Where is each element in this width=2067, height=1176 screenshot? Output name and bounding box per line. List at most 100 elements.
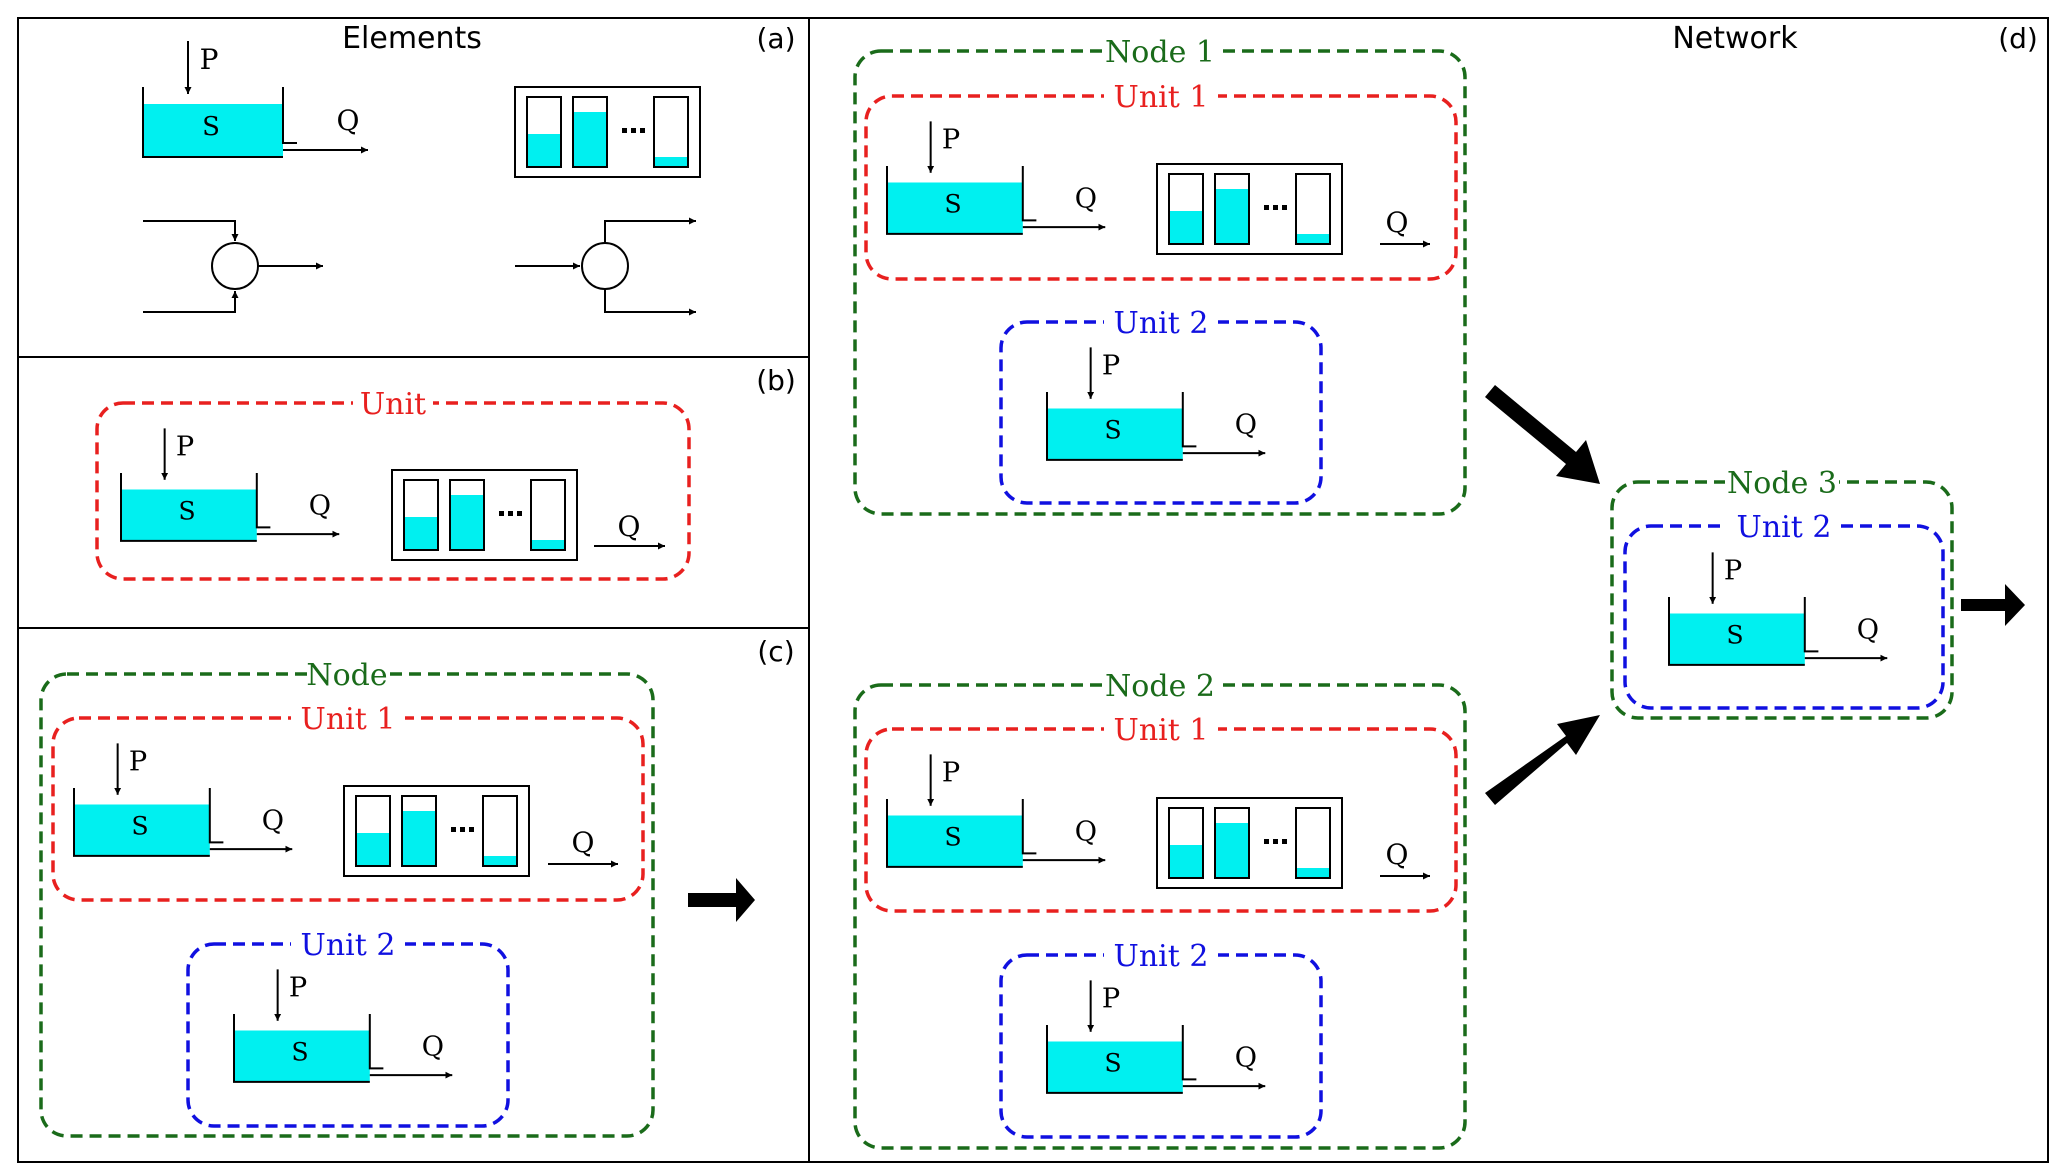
storage-fill [121, 489, 257, 541]
panel-c-tag: (c) [757, 635, 794, 668]
precip-label: P [200, 43, 219, 76]
lag-bin-fill [1215, 189, 1249, 244]
unit-b-label: Unit [360, 387, 426, 422]
storage-label: S [944, 823, 961, 852]
lag-bin-fill [1296, 234, 1330, 244]
lag-routing-element [1156, 163, 1343, 255]
storage-label: S [1104, 1049, 1121, 1078]
lag-bin [449, 479, 485, 551]
lag-bin-fill [1169, 845, 1203, 878]
node3-d-label: Node 3 [1727, 466, 1837, 501]
block-arrows [688, 385, 2025, 922]
precip-label: P [1102, 984, 1120, 1015]
arrow-node1-to-node3 [1485, 385, 1600, 484]
storage-fill [234, 1030, 370, 1082]
outflow-label: Q [1075, 817, 1097, 848]
tank-outlet [255, 473, 271, 529]
node2-d-label: Node 2 [1105, 669, 1215, 704]
unit1-node1-label: Unit 1 [1114, 80, 1209, 115]
unit1-c-label: Unit 1 [301, 702, 396, 737]
lag-ellipsis-dot [1273, 839, 1278, 844]
lag-bin [1214, 173, 1250, 245]
unit2-node1-label-bg [1104, 314, 1218, 330]
lag-ellipsis-dot [499, 511, 504, 516]
panel-b-tag: (b) [756, 364, 796, 397]
junction-split-circle [581, 242, 629, 290]
precip-label: P [1724, 556, 1742, 587]
panel-d-tag: (d) [1998, 22, 2038, 55]
unit2-c-label-bg [291, 936, 405, 952]
outflow-label: Q [1235, 410, 1257, 441]
junction-merge-circle [211, 242, 259, 290]
lag-bin-fill [404, 517, 438, 550]
unit-b-label-bg [353, 395, 433, 411]
precip-label: P [942, 125, 960, 156]
storage-label: S [202, 112, 220, 142]
outflow-label: Q [262, 806, 284, 837]
node-c-label: Node [306, 658, 387, 693]
lag-bin [401, 795, 437, 867]
lag-bin [526, 96, 562, 168]
outflow-label: Q [1857, 615, 1879, 646]
tank-outlet [1021, 166, 1037, 222]
lag-ellipsis-dot [508, 511, 513, 516]
unit1-node2-label-bg [1104, 721, 1218, 737]
node2-d [853, 683, 1467, 1150]
lag-ellipsis-dot [469, 827, 474, 832]
lag-ellipsis-dot [1282, 205, 1287, 210]
panel-frames [17, 17, 2049, 1163]
storage-label: S [1726, 621, 1743, 650]
storage-fill [74, 804, 210, 856]
precip-label: P [1102, 351, 1120, 382]
junction-merge [143, 220, 323, 313]
lag-ellipsis-dot [1273, 205, 1278, 210]
node-c-label-bg [307, 666, 387, 682]
lag-ellipsis-dot [451, 827, 456, 832]
unit2-node2-label-bg [1104, 947, 1218, 963]
lag-bin [403, 479, 439, 551]
arrow-node2-to-node3 [1485, 715, 1600, 805]
lag-bin [653, 96, 689, 168]
storage-label: S [1104, 416, 1121, 445]
lag-bin [1295, 173, 1331, 245]
unit2-node2-label: Unit 2 [1114, 939, 1209, 974]
node-c [39, 672, 655, 1138]
unit1-node2-label: Unit 1 [1114, 713, 1209, 748]
lag-bin [355, 795, 391, 867]
storage-fill [1047, 408, 1183, 460]
lag-routing-element [391, 469, 578, 561]
lag-bin-fill [1296, 868, 1330, 878]
lag-bin [482, 795, 518, 867]
outflow-label: Q [1235, 1043, 1257, 1074]
lag-bin-fill [1169, 211, 1203, 244]
panel-d-title: Network [1672, 21, 1798, 56]
reservoir: P S Q [142, 41, 368, 158]
tank-wall [886, 166, 1023, 235]
lag-ellipsis-dot [460, 827, 465, 832]
outflow-label: Q [337, 104, 360, 137]
storage-label: S [944, 190, 961, 219]
storage-label: S [178, 497, 195, 526]
tank-outlet [208, 788, 224, 844]
tank-wall [1668, 597, 1805, 666]
lag-bin-fill [531, 540, 565, 550]
lag-bin-fill [450, 495, 484, 550]
node1-d-label: Node 1 [1105, 35, 1215, 70]
tank-wall [73, 788, 210, 857]
panel-a-tag: (a) [756, 22, 795, 55]
outer-frame [17, 17, 2049, 1163]
lag-bin [530, 479, 566, 551]
lag-bin-fill [402, 811, 436, 866]
tank-wall [886, 799, 1023, 868]
tank-outlet [282, 87, 297, 144]
precip-label: P [129, 747, 147, 778]
precip-label: P [289, 973, 307, 1004]
arrow-c-to-d [688, 878, 755, 922]
tank-wall [233, 1014, 370, 1083]
